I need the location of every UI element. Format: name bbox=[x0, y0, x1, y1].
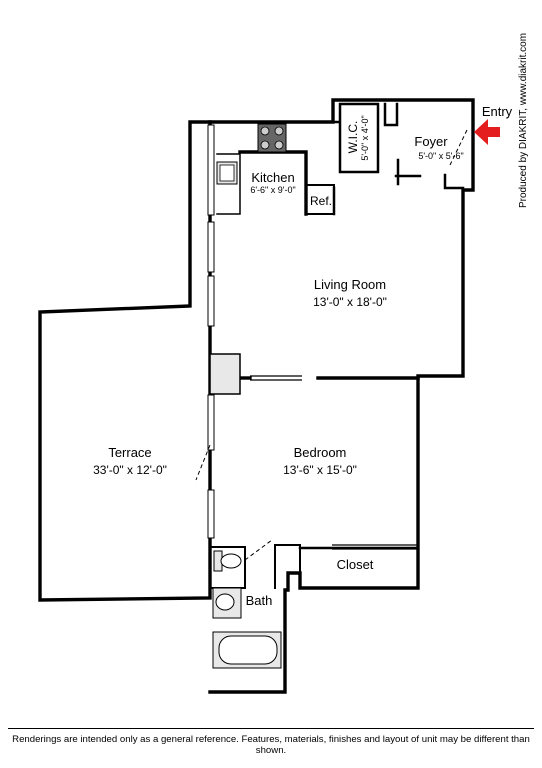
wic-label: W.I.C. bbox=[346, 120, 360, 154]
closet-doors bbox=[332, 544, 418, 550]
sliding-door-living bbox=[250, 375, 302, 381]
foyer-label: Foyer bbox=[414, 134, 448, 149]
entry-arrow-icon bbox=[474, 119, 500, 145]
bedroom-dims: 13'-6" x 15'-0" bbox=[283, 463, 357, 477]
disclaimer: Renderings are intended only as a genera… bbox=[12, 734, 530, 756]
bath-label: Bath bbox=[245, 593, 273, 608]
kitchen-counter bbox=[216, 153, 241, 215]
footer-divider bbox=[8, 728, 534, 729]
stove-icon bbox=[257, 123, 287, 153]
terrace-dims: 33'-0" x 12'-0" bbox=[93, 463, 167, 477]
foyer-wall bbox=[383, 102, 465, 190]
living-room-label: Living Room bbox=[313, 277, 387, 292]
column bbox=[209, 353, 241, 395]
bathtub-icon bbox=[212, 631, 282, 669]
living-room-dims: 13'-0" x 18'-0" bbox=[313, 295, 387, 309]
bath-sink-icon bbox=[212, 587, 242, 619]
refrigerator-label: Ref. bbox=[309, 194, 332, 208]
wic-wall bbox=[331, 102, 380, 174]
windows bbox=[207, 124, 215, 539]
terrace-label: Terrace bbox=[108, 445, 152, 460]
producer-credit: Produced by DIAKRIT, www.diakrit.com bbox=[518, 32, 529, 208]
foyer-dims: 5'-0" x 5'-6" bbox=[418, 151, 464, 161]
foyer-stub bbox=[332, 158, 400, 216]
entry-label: Entry bbox=[481, 104, 513, 119]
terrace-wall bbox=[38, 120, 212, 602]
door-swings bbox=[195, 129, 468, 561]
bedroom-label: Bedroom bbox=[293, 445, 347, 460]
kitchen-dims: 6'-6" x 9'-0" bbox=[250, 185, 296, 195]
kitchen-label: Kitchen bbox=[251, 170, 295, 185]
toilet-icon bbox=[213, 550, 242, 572]
closet-label: Closet bbox=[336, 557, 374, 572]
bath-wall-right bbox=[274, 544, 301, 589]
exterior-wall bbox=[208, 98, 475, 694]
sink-icon bbox=[216, 161, 238, 185]
wic-dims: 5'-0" x 4'-0" bbox=[360, 115, 370, 161]
